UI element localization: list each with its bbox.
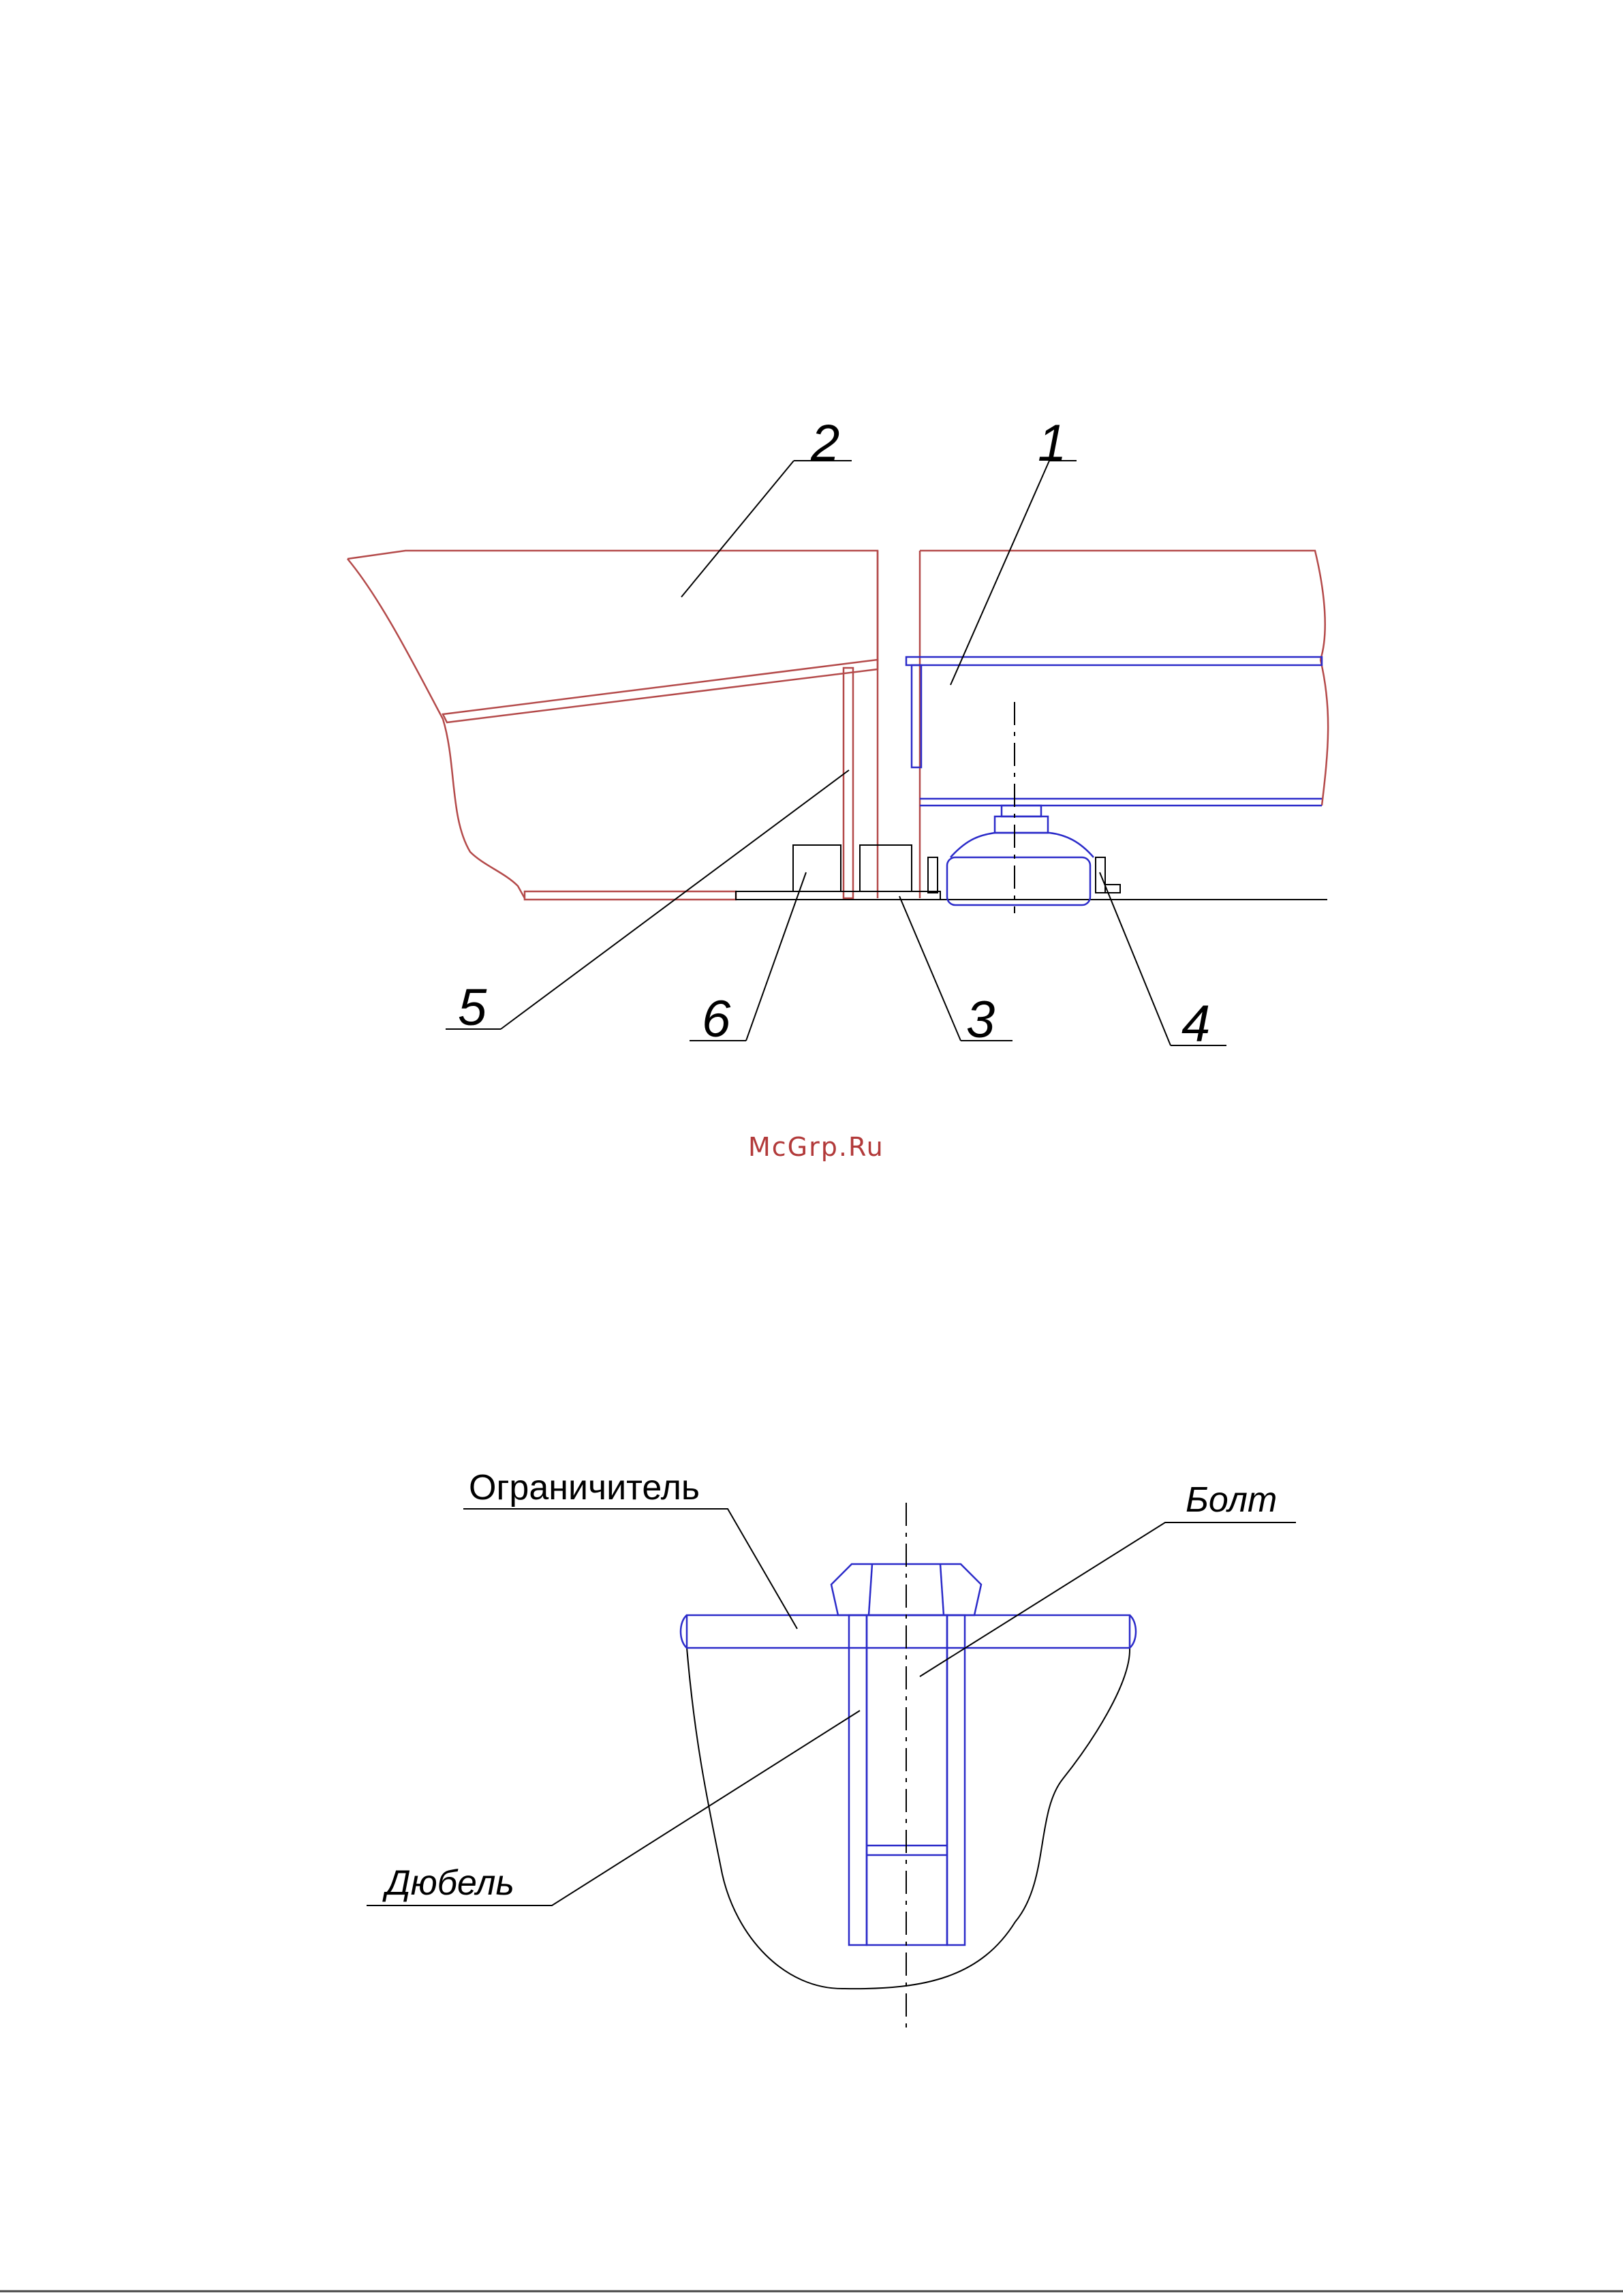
part-5-wall (844, 668, 853, 898)
limiter-plate (687, 1615, 1130, 1648)
label-bolt: Болт (1186, 1480, 1277, 1520)
leader-lines (446, 461, 1226, 1045)
label-dowel: Дюбель (382, 1863, 514, 1903)
callout-3: 3 (966, 991, 995, 1049)
label-limiter: Ограничитель (469, 1468, 700, 1507)
bottom-leaders (367, 1509, 1296, 1905)
callout-2: 2 (810, 414, 839, 472)
callout-4: 4 (1181, 995, 1210, 1053)
part-4-foot (928, 806, 1120, 905)
part-1-frame (906, 551, 1328, 898)
callout-6: 6 (702, 990, 731, 1048)
callout-5: 5 (458, 979, 487, 1037)
bottom-bolt-section: Ограничитель Болт Дюбель (367, 1468, 1296, 2031)
watermark-text: McGrp.Ru (748, 1132, 884, 1162)
dowel (849, 1615, 867, 1945)
callout-1: 1 (1038, 414, 1066, 472)
part-3-base-plate (736, 891, 1327, 900)
part-2-housing (347, 551, 878, 900)
concrete-body (687, 1648, 1130, 1989)
top-assembly-drawing: 1 2 3 4 5 6 (347, 414, 1328, 1053)
